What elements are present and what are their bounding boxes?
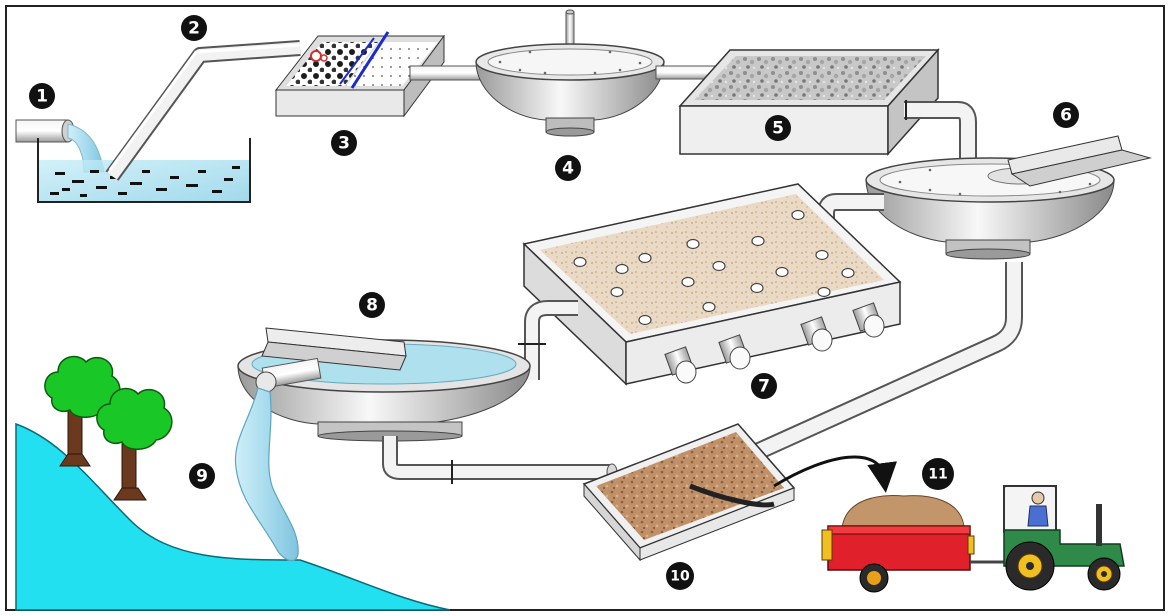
lift-pipe-icon (105, 40, 301, 181)
step-marker-label: 2 (188, 19, 200, 39)
step-marker-circle (359, 292, 385, 318)
outlet-valves (664, 302, 885, 384)
filter-nozzles (573, 209, 855, 326)
aeration-tank (678, 48, 940, 156)
step-marker-label: 11 (928, 467, 947, 483)
inlet-basin (15, 119, 251, 203)
sand-filter-bed (522, 183, 902, 386)
step-marker-4: 4 (555, 155, 581, 181)
settling-tank-icon (37, 138, 251, 203)
pipe-icon (409, 65, 483, 81)
river (15, 422, 451, 611)
step-marker-circle (666, 562, 694, 590)
step-marker-circle (1053, 102, 1079, 128)
step-marker-6: 6 (1053, 102, 1079, 128)
step-marker-label: 9 (196, 467, 208, 487)
step-marker-2: 2 (181, 15, 207, 41)
trailer-icon (821, 495, 1004, 593)
step-marker-label: 4 (562, 159, 574, 179)
inlet-pipe-icon (15, 119, 69, 143)
sludge-pipe-icon (382, 436, 618, 484)
step-marker-label: 3 (338, 134, 350, 154)
effluent-stream (234, 387, 299, 562)
step-marker-circle (765, 115, 791, 141)
step-marker-label: 5 (772, 119, 784, 139)
step-markers: 1 2 3 4 5 6 7 8 9 10 11 (29, 15, 1079, 590)
step-marker-11: 11 (922, 458, 954, 490)
final-clarifier-icon (237, 327, 531, 442)
arrow-icon (773, 455, 897, 493)
step-marker-circle (922, 458, 954, 490)
step-marker-label: 7 (758, 377, 770, 397)
pipe-icon (518, 300, 578, 380)
step-marker-3: 3 (331, 130, 357, 156)
step-marker-circle (331, 130, 357, 156)
step-marker-5: 5 (765, 115, 791, 141)
step-marker-circle (181, 15, 207, 41)
step-marker-circle (751, 373, 777, 399)
secondary-clarifier-icon (865, 135, 1152, 260)
step-marker-7: 7 (751, 373, 777, 399)
step-marker-circle (29, 83, 55, 109)
step-marker-10: 10 (666, 562, 694, 590)
step-marker-label: 10 (670, 569, 690, 585)
step-marker-circle (555, 155, 581, 181)
bar-screen (350, 31, 390, 89)
step-marker-label: 8 (366, 296, 378, 316)
step-marker-8: 8 (359, 292, 385, 318)
sludge-drying-bed (582, 423, 796, 562)
step-marker-1: 1 (29, 83, 55, 109)
primary-clarifier-icon (475, 9, 665, 137)
pipe-icon (904, 100, 977, 160)
step-marker-label: 6 (1060, 106, 1072, 126)
tree-icon (96, 387, 173, 501)
step-marker-9: 9 (189, 463, 215, 489)
step-marker-circle (189, 463, 215, 489)
tree-icon (44, 355, 121, 467)
step-marker-label: 1 (36, 87, 48, 107)
tractor-icon (1003, 485, 1125, 591)
